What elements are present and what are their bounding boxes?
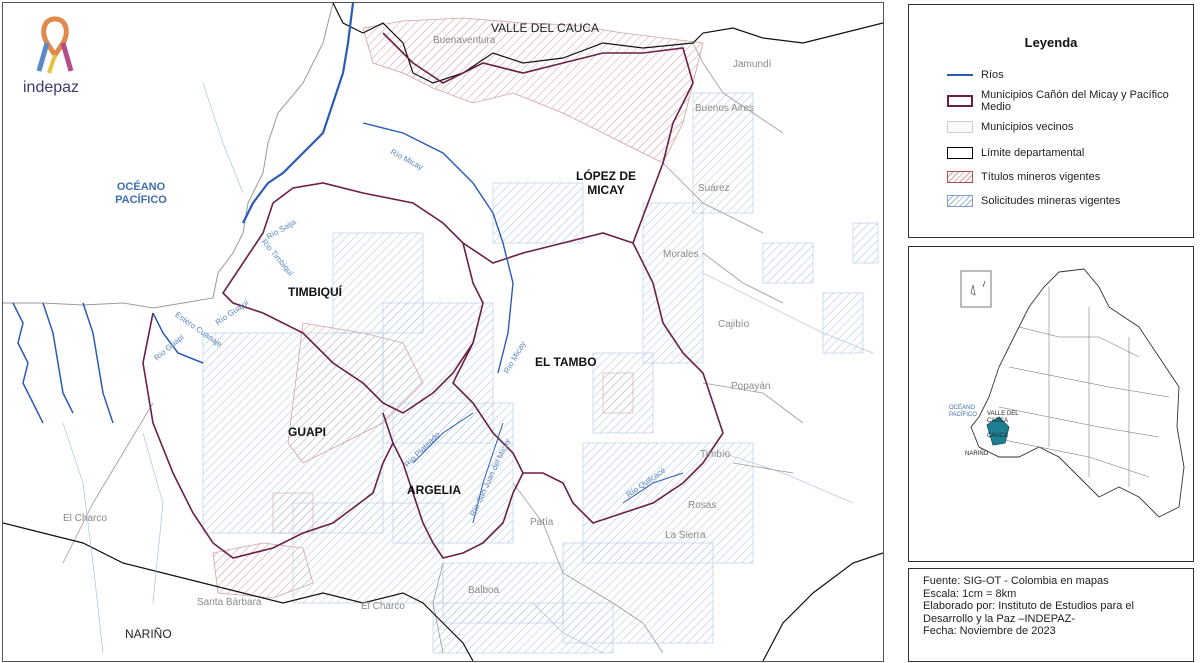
- inset-label-cauca: CAUCA: [987, 433, 1009, 439]
- label-cajibio: Cajibío: [718, 319, 750, 330]
- boundary-timbiqui: [221, 202, 484, 414]
- label-buenaventura: Buenaventura: [433, 35, 496, 46]
- source-line-escala: Escala: 1cm = 8km: [923, 587, 1017, 600]
- legend-item-municipios: Municipios Cañón del Micay y Pacífico Me…: [947, 89, 1181, 113]
- legend-label: Títulos mineros vigentes: [981, 171, 1101, 183]
- label-la-sierra: La Sierra: [665, 530, 706, 541]
- legend: Leyenda Ríos Municipios Cañón del Micay …: [908, 4, 1194, 238]
- boundary-argelia: [392, 442, 524, 559]
- legend-item-titulos: Títulos mineros vigentes: [947, 171, 1100, 183]
- neighbor-municipalities: [62, 42, 804, 654]
- limit-swatch: [947, 147, 973, 159]
- inset-label-oceano: OCÉANO PACÍFICO: [949, 405, 977, 418]
- legend-title: Leyenda: [1024, 35, 1078, 50]
- department-limits: [3, 3, 883, 661]
- label-santa-barbara: Santa Bárbara: [197, 597, 262, 608]
- label-el-charco-west: El Charco: [63, 513, 107, 524]
- legend-item-vecinos: Municipios vecinos: [947, 121, 1073, 133]
- inset-map: OCÉANO PACÍFICO VALLE DEL CAUCA CAUCA NA…: [908, 246, 1194, 562]
- label-lopez-de-micay: LÓPEZ DE MICAY: [576, 169, 637, 197]
- label-morales: Morales: [663, 249, 699, 260]
- legend-item-solicitudes: Solicitudes mineras vigentes: [947, 195, 1120, 207]
- label-el-tambo: EL TAMBO: [535, 355, 597, 369]
- legend-item-rios: Ríos: [947, 69, 1004, 81]
- boundary-lopez-de-micay: [272, 32, 694, 264]
- legend-label: Solicitudes mineras vigentes: [981, 195, 1121, 207]
- label-oceano-pacifico: OCÉANO PACÍFICO: [115, 181, 167, 206]
- label-buenos-aires: Buenos Aires: [695, 103, 754, 114]
- source-line-fuente: Fuente: SIG-OT - Colombia en mapas: [923, 575, 1109, 587]
- label-el-charco-south: El Charco: [361, 601, 405, 612]
- label-popayan: Popayán: [731, 381, 771, 392]
- map-frame[interactable]: indepaz VALLE DEL CAUCA NARIÑO OCÉANO PA…: [2, 2, 884, 662]
- mining-requests-layer: [202, 92, 879, 654]
- label-suarez: Suárez: [698, 183, 730, 194]
- boundary-el-tambo: [452, 242, 724, 524]
- river-swatch: [947, 74, 973, 76]
- inset-label-narino: NARIÑO: [965, 451, 989, 457]
- legend-label: Municipios vecinos: [981, 121, 1074, 133]
- logo-text: indepaz: [23, 79, 80, 96]
- source-line-fecha: Fecha: Noviembre de 2023: [923, 625, 1056, 637]
- boundary-guapi: [142, 312, 394, 559]
- label-patia: Patía: [530, 517, 554, 528]
- label-valle-del-cauca: VALLE DEL CAUCA: [491, 21, 600, 35]
- neighbor-swatch: [947, 121, 973, 133]
- coastline: [3, 3, 334, 309]
- label-narino: NARIÑO: [125, 627, 172, 641]
- rivers-thin: [62, 82, 874, 654]
- label-balboa: Balboa: [468, 585, 500, 596]
- titles-swatch: [947, 171, 973, 183]
- rivers-layer: [12, 3, 684, 524]
- focus-municipalities: [142, 32, 724, 559]
- source-line-desarrollo: Desarrollo y la Paz –INDEPAZ-: [923, 612, 1076, 625]
- legend-label: Límite departamental: [981, 147, 1085, 159]
- label-timbiqui: TIMBIQUÍ: [288, 285, 342, 299]
- municipality-swatch: [947, 95, 973, 107]
- legend-item-limite: Límite departamental: [947, 147, 1084, 159]
- inset-label-valle: VALLE DEL CAUCA: [987, 411, 1019, 424]
- label-argelia: ARGELIA: [407, 483, 461, 497]
- ribbon-icon: [36, 16, 74, 74]
- map-canvas: [3, 3, 883, 661]
- legend-label: Ríos: [981, 69, 1004, 81]
- legend-label: Municipios Cañón del Micay y Pacífico Me…: [981, 89, 1169, 113]
- colombia-outline: [960, 268, 1185, 518]
- river-micay: [242, 3, 355, 224]
- requests-swatch: [947, 195, 973, 207]
- label-guapi: GUAPI: [288, 425, 327, 439]
- label-jamundi: Jamundí: [733, 59, 772, 70]
- source-box: Fuente: SIG-OT - Colombia en mapas Escal…: [908, 568, 1194, 662]
- label-timbio: Timbío: [700, 449, 731, 460]
- label-rosas: Rosas: [688, 500, 717, 511]
- source-line-elaborado: Elaborado por: Instituto de Estudios par…: [923, 600, 1134, 612]
- indepaz-logo: indepaz: [21, 15, 91, 105]
